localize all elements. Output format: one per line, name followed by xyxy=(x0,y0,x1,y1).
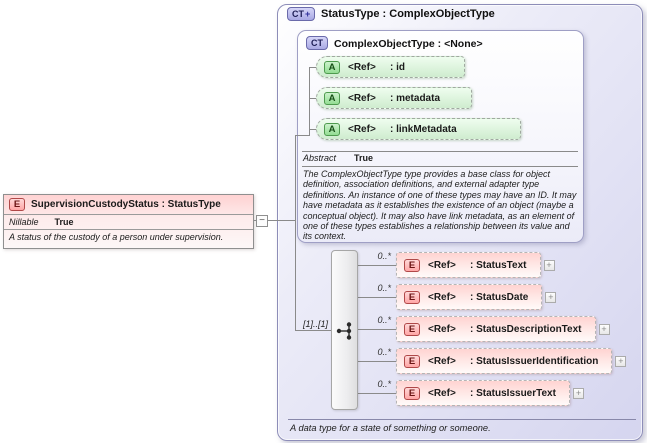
connector-line xyxy=(358,393,396,394)
attribute-name: : linkMetadata xyxy=(390,123,457,135)
element-name: : StatusDescriptionText xyxy=(470,323,582,335)
nillable-label: Nillable xyxy=(9,217,39,227)
element-ref-statusissuertext[interactable]: E <Ref> : StatusIssuerText xyxy=(396,380,570,406)
attribute-ref-id[interactable]: A <Ref> : id xyxy=(316,56,465,78)
element-description: A status of the custody of a person unde… xyxy=(4,229,253,244)
occurs-label: 0..* xyxy=(377,379,391,389)
type-title: StatusType : ComplexObjectType xyxy=(321,8,495,20)
expand-button[interactable]: + xyxy=(615,355,627,367)
connector-line xyxy=(309,67,310,136)
complex-type-badge-label: CT xyxy=(292,9,304,19)
type-caption: A data type for a state of something or … xyxy=(290,423,491,433)
divider xyxy=(288,419,636,420)
element-row-statusissuertext: E <Ref> : StatusIssuerText + xyxy=(396,380,584,406)
collapse-toggle-button[interactable]: − xyxy=(256,215,268,227)
attribute-ref-linkmetadata[interactable]: A <Ref> : linkMetadata xyxy=(316,118,521,140)
element-name: : StatusText xyxy=(470,259,527,271)
occurs-label: 0..* xyxy=(377,347,391,357)
complex-type-badge-icon: CT xyxy=(306,36,328,50)
connector-line xyxy=(295,135,296,331)
nillable-row: Nillable True xyxy=(4,214,253,229)
element-name: : StatusDate xyxy=(470,291,529,303)
connector-line xyxy=(295,330,331,331)
abstract-label: Abstract xyxy=(303,153,337,163)
element-badge-icon: E xyxy=(404,322,420,336)
element-ref-statustext[interactable]: E <Ref> : StatusText xyxy=(396,252,541,278)
element-ref-label: <Ref> xyxy=(428,323,456,335)
sequence-bar[interactable] xyxy=(331,250,358,410)
element-badge-icon: E xyxy=(9,198,25,211)
connector-line xyxy=(254,220,295,221)
divider xyxy=(302,151,578,152)
element-badge-icon: E xyxy=(404,386,420,400)
sequence-icon xyxy=(336,322,352,340)
nillable-value: True xyxy=(54,217,74,227)
attribute-name: : metadata xyxy=(390,92,441,104)
element-box-header: E SupervisionCustodyStatus : StatusType xyxy=(4,195,253,214)
expand-button[interactable]: + xyxy=(543,259,555,271)
connector-line xyxy=(358,329,396,330)
divider xyxy=(302,166,578,167)
attribute-badge-icon: A xyxy=(324,60,340,74)
element-row-statusissueridentification: E <Ref> : StatusIssuerIdentification + xyxy=(396,348,627,374)
plus-icon: + xyxy=(305,9,311,19)
element-ref-label: <Ref> xyxy=(428,259,456,271)
occurs-label: 0..* xyxy=(377,251,391,261)
expand-button[interactable]: + xyxy=(545,291,557,303)
connector-line xyxy=(309,98,317,99)
element-ref-statusdescriptiontext[interactable]: E <Ref> : StatusDescriptionText xyxy=(396,316,596,342)
attribute-ref-label: <Ref> xyxy=(348,123,376,135)
element-row-statustext: E <Ref> : StatusText + xyxy=(396,252,555,278)
attribute-badge-icon: A xyxy=(324,91,340,105)
attribute-name: : id xyxy=(390,61,405,73)
element-title: SupervisionCustodyStatus : StatusType xyxy=(31,199,221,210)
connector-line xyxy=(358,361,396,362)
element-badge-icon: E xyxy=(404,354,420,368)
element-ref-label: <Ref> xyxy=(428,355,456,367)
connector-line xyxy=(309,67,317,68)
expand-button[interactable]: + xyxy=(598,323,610,335)
element-ref-label: <Ref> xyxy=(428,387,456,399)
attribute-badge-icon: A xyxy=(324,122,340,136)
connector-line xyxy=(309,129,317,130)
abstract-row: Abstract True xyxy=(303,153,578,163)
expand-button[interactable]: + xyxy=(572,387,584,399)
base-type-description: The ComplexObjectType type provides a ba… xyxy=(303,169,577,242)
occurs-label: 0..* xyxy=(377,283,391,293)
element-box-supervision-custody-status[interactable]: E SupervisionCustodyStatus : StatusType … xyxy=(3,194,254,249)
element-ref-label: <Ref> xyxy=(428,291,456,303)
element-name: : StatusIssuerIdentification xyxy=(470,355,599,367)
element-name: : StatusIssuerText xyxy=(470,387,556,399)
attribute-ref-metadata[interactable]: A <Ref> : metadata xyxy=(316,87,472,109)
connector-line xyxy=(358,265,396,266)
connector-line xyxy=(295,135,309,136)
connector-line xyxy=(358,297,396,298)
element-badge-icon: E xyxy=(404,258,420,272)
element-row-statusdate: E <Ref> : StatusDate + xyxy=(396,284,557,310)
attribute-ref-label: <Ref> xyxy=(348,92,376,104)
element-badge-icon: E xyxy=(404,290,420,304)
element-ref-statusdate[interactable]: E <Ref> : StatusDate xyxy=(396,284,543,310)
occurs-label: 0..* xyxy=(377,315,391,325)
attribute-ref-label: <Ref> xyxy=(348,61,376,73)
element-row-statusdescriptiontext: E <Ref> : StatusDescriptionText + xyxy=(396,316,610,342)
element-ref-statusissueridentification[interactable]: E <Ref> : StatusIssuerIdentification xyxy=(396,348,613,374)
base-type-title: ComplexObjectType : <None> xyxy=(334,38,483,50)
abstract-value: True xyxy=(354,153,374,163)
complex-type-plus-badge-icon: CT + xyxy=(287,7,316,21)
cardinality-label: [1]..[1] xyxy=(302,319,328,329)
